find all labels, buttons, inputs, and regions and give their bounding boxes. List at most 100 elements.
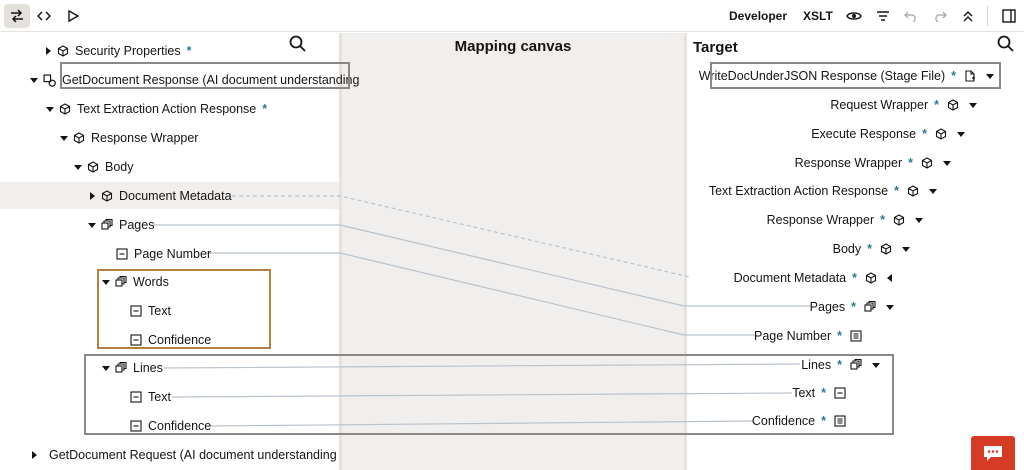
target-node-page-number[interactable]: Page Number* xyxy=(754,326,862,346)
mapping-line-page-number[interactable] xyxy=(206,252,756,336)
play-icon[interactable] xyxy=(60,4,86,28)
collapse-icon[interactable] xyxy=(902,246,910,252)
mapping-line-document-metadata[interactable] xyxy=(232,195,691,278)
target-node-response-wrapper[interactable]: Response Wrapper* xyxy=(767,210,923,230)
source-node-response-wrapper[interactable]: Response Wrapper xyxy=(60,128,198,148)
collapse-all-icon[interactable] xyxy=(958,6,978,26)
expand-icon[interactable] xyxy=(90,192,95,200)
xslt-mode-tab[interactable]: XSLT xyxy=(803,9,833,23)
source-node-lines-text[interactable]: Text xyxy=(130,387,171,407)
mapping-line-text[interactable] xyxy=(171,392,793,398)
mapping-line-pages[interactable] xyxy=(152,224,812,307)
canvas-left-splitter[interactable] xyxy=(339,33,342,470)
collapse-icon[interactable] xyxy=(88,222,96,228)
object-icon xyxy=(865,272,877,284)
mapping-line-confidence[interactable] xyxy=(209,420,755,427)
field-icon xyxy=(834,387,846,399)
node-label: Security Properties xyxy=(75,44,181,58)
collapse-icon[interactable] xyxy=(957,131,965,137)
collapse-icon[interactable] xyxy=(929,188,937,194)
eye-icon[interactable] xyxy=(844,6,864,26)
node-label: Lines xyxy=(133,361,163,375)
source-node-words[interactable]: Words xyxy=(102,272,169,292)
collapse-icon[interactable] xyxy=(943,160,951,166)
collapse-icon[interactable] xyxy=(60,135,68,141)
object-icon xyxy=(921,157,933,169)
developer-mode-tab[interactable]: Developer xyxy=(729,9,788,23)
panel-toggle-icon[interactable] xyxy=(999,6,1019,26)
collapse-icon[interactable] xyxy=(102,365,110,371)
target-node-response-wrapper-outer[interactable]: Response Wrapper* xyxy=(795,153,951,173)
source-node-text-extraction-response[interactable]: Text Extraction Action Response* xyxy=(46,99,267,119)
swap-icon[interactable] xyxy=(4,4,30,28)
target-node-text-extraction-response[interactable]: Text Extraction Action Response * xyxy=(709,181,937,201)
source-node-page-number[interactable]: Page Number xyxy=(116,244,211,264)
target-node-lines-confidence[interactable]: Confidence* xyxy=(752,411,846,431)
source-node-document-metadata[interactable]: Document Metadata xyxy=(90,186,232,206)
target-search-icon[interactable] xyxy=(997,35,1015,53)
required-marker: * xyxy=(262,102,268,116)
target-node-pages[interactable]: Pages* xyxy=(810,297,894,317)
collapse-icon[interactable] xyxy=(46,106,54,112)
target-node-body[interactable]: Body* xyxy=(833,239,910,259)
source-node-words-confidence[interactable]: Confidence xyxy=(130,330,211,350)
source-search-icon[interactable] xyxy=(289,35,307,53)
object-icon xyxy=(893,214,905,226)
required-marker: * xyxy=(852,271,857,285)
target-node-document-metadata[interactable]: Document Metadata * xyxy=(734,268,892,288)
array-icon xyxy=(850,359,862,370)
required-marker: * xyxy=(922,127,927,141)
collapse-icon[interactable] xyxy=(986,73,994,79)
node-label: Document Metadata xyxy=(733,271,847,285)
expand-icon[interactable] xyxy=(32,451,37,459)
collapse-icon[interactable] xyxy=(872,362,880,368)
source-node-lines-confidence[interactable]: Confidence xyxy=(130,416,211,436)
node-label: Lines xyxy=(801,358,832,372)
field-icon xyxy=(834,415,846,427)
array-icon xyxy=(115,276,127,287)
node-label: Confidence xyxy=(148,419,212,433)
node-label: Page Number xyxy=(134,247,212,261)
required-marker: * xyxy=(894,184,899,198)
canvas-right-splitter[interactable] xyxy=(684,33,687,470)
target-node-lines[interactable]: Lines* xyxy=(801,355,880,375)
filter-icon[interactable] xyxy=(873,6,893,26)
node-label: Confidence xyxy=(148,333,212,347)
source-node-security-properties[interactable]: Security Properties * xyxy=(46,41,191,61)
array-icon xyxy=(115,362,127,373)
collapse-icon[interactable] xyxy=(886,304,894,310)
source-node-words-text[interactable]: Text xyxy=(130,301,171,321)
target-node-lines-text[interactable]: Text* xyxy=(792,383,846,403)
source-node-lines[interactable]: Lines xyxy=(102,358,163,378)
mapping-canvas xyxy=(341,33,685,470)
collapse-icon[interactable] xyxy=(102,279,110,285)
redo-icon[interactable] xyxy=(930,6,950,26)
source-node-getdocument-request[interactable]: GetDocument Request (AI document underst… xyxy=(32,445,339,465)
object-icon xyxy=(947,99,959,111)
source-node-getdocument-response[interactable]: GetDocument Response (AI document unders… xyxy=(30,70,359,90)
node-label: GetDocument Response (AI document unders… xyxy=(62,73,360,87)
required-marker: * xyxy=(867,242,872,256)
object-icon xyxy=(59,103,71,115)
object-icon xyxy=(907,185,919,197)
expand-icon[interactable] xyxy=(887,274,892,282)
source-node-pages[interactable]: Pages xyxy=(88,215,154,235)
target-node-execute-response[interactable]: Execute Response* xyxy=(811,124,965,144)
collapse-icon[interactable] xyxy=(915,217,923,223)
node-label: Text xyxy=(148,390,171,404)
collapse-icon[interactable] xyxy=(969,102,977,108)
chat-button[interactable] xyxy=(971,436,1015,470)
target-node-request-wrapper[interactable]: Request Wrapper* xyxy=(830,95,977,115)
target-node-root[interactable]: WriteDocUnderJSON Response (Stage File)* xyxy=(699,66,994,86)
code-icon[interactable] xyxy=(31,4,57,28)
expand-icon[interactable] xyxy=(46,47,51,55)
collapse-icon[interactable] xyxy=(30,77,38,83)
node-label: Text Extraction Action Response xyxy=(708,184,889,198)
mapping-line-lines[interactable] xyxy=(163,363,801,369)
object-icon xyxy=(101,190,113,202)
undo-icon[interactable] xyxy=(901,6,921,26)
source-node-body[interactable]: Body xyxy=(74,157,134,177)
required-marker: * xyxy=(186,44,192,58)
node-label: Pages xyxy=(119,218,155,232)
collapse-icon[interactable] xyxy=(74,164,82,170)
